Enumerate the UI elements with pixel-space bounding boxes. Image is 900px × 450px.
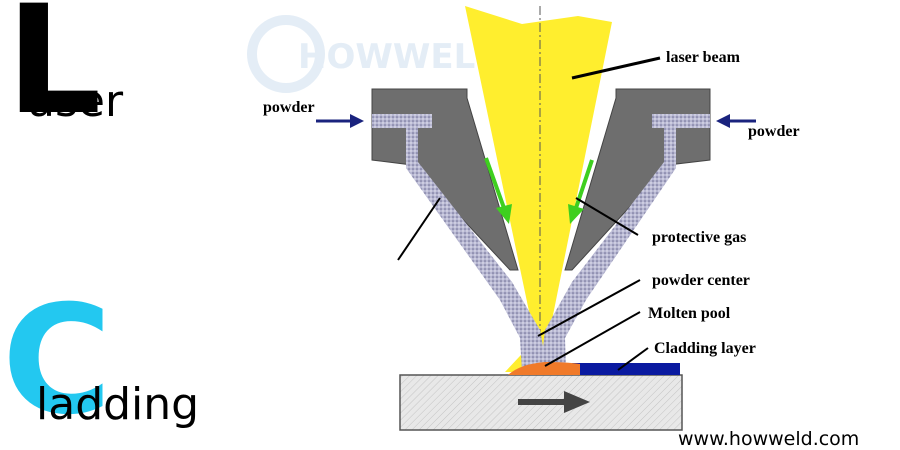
right-powder-arrow — [716, 114, 756, 128]
label-protective-gas: protective gas — [652, 229, 746, 246]
title-cladding-rest: ladding — [36, 379, 200, 430]
label-molten-pool: Molten pool — [648, 305, 731, 322]
label-powder-left: powder — [263, 99, 315, 116]
left-powder-arrow — [316, 114, 364, 128]
title-laser-initial: L — [6, 0, 102, 148]
laser-beam — [465, 6, 612, 372]
title-laser-rest: aser — [28, 76, 124, 127]
website-url: www.howweld.com — [678, 428, 860, 450]
molten-pool — [508, 362, 580, 375]
right-powder-stream — [540, 114, 710, 372]
cladding-layer — [572, 363, 680, 375]
watermark: HOWWELD — [247, 15, 503, 93]
label-powder-center: powder center — [652, 272, 750, 289]
watermark-text: HOWWELD — [298, 37, 503, 77]
label-powder-right: powder — [748, 123, 800, 140]
left-powder-stream — [372, 114, 548, 372]
title-cladding-initial: C — [2, 274, 113, 448]
left-gas-arrow — [484, 157, 512, 224]
label-laser-beam: laser beam — [666, 49, 741, 66]
label-cladding-layer: Cladding layer — [654, 340, 756, 357]
motion-arrow — [518, 391, 590, 413]
